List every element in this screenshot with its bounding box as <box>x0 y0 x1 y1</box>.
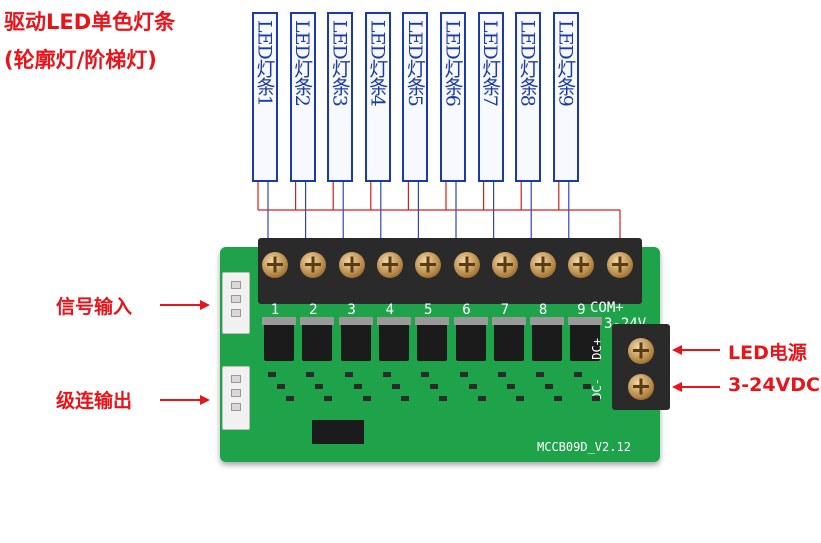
channel-number: 8 <box>538 302 548 318</box>
channel-screw <box>453 252 480 278</box>
led-strip-label: LED灯条4 <box>366 20 389 106</box>
signal-input-connector <box>222 272 250 334</box>
smd-resistor <box>515 396 524 401</box>
smd-resistor <box>439 396 448 401</box>
led-strip-7: LED灯条7 <box>477 12 504 182</box>
smd-resistor <box>477 396 486 401</box>
led-strip-2: LED灯条2 <box>289 12 316 182</box>
smd-resistor <box>286 396 294 401</box>
cascade-arrow-icon <box>200 395 210 405</box>
com-screw <box>606 252 633 278</box>
led-strip-label: LED灯条6 <box>441 20 464 106</box>
channel-number: 3 <box>347 302 356 318</box>
smd-resistor <box>324 396 333 401</box>
smd-resistor <box>506 384 515 389</box>
led-strip-label: LED灯条8 <box>516 20 539 106</box>
led-strip-6: LED灯条6 <box>440 12 466 182</box>
mosfet <box>453 317 488 361</box>
led-strip-label: LED灯条3 <box>328 20 351 106</box>
power-arrow-icon-bottom <box>672 382 682 392</box>
led-strip-1: LED灯条1 <box>252 12 278 182</box>
cascade-output-label: 级连输出 <box>56 390 133 412</box>
cascade-output-connector <box>222 366 250 430</box>
channel-number: 6 <box>462 302 471 318</box>
smd-resistor <box>459 372 468 377</box>
smd-resistor <box>400 396 409 401</box>
channel-number: 4 <box>385 302 395 318</box>
smd-resistor <box>268 372 276 377</box>
channel-screw <box>568 252 595 278</box>
channel-number: 7 <box>500 302 510 318</box>
mosfet <box>300 317 335 361</box>
smd-resistor <box>421 372 430 377</box>
power-title-label: LED电源 <box>728 342 807 364</box>
mosfet <box>415 317 450 361</box>
led-strip-3: LED灯条3 <box>327 12 354 182</box>
channel-screw <box>262 252 288 278</box>
title-line-1: 驱动LED单色灯条 <box>4 10 176 34</box>
smd-resistor <box>497 372 506 377</box>
channel-number: 5 <box>423 302 433 318</box>
smd-resistor <box>574 372 583 377</box>
led-strip-label: LED灯条7 <box>479 20 502 106</box>
smd-resistor <box>536 372 545 377</box>
signal-arrow-line <box>160 304 202 306</box>
smd-resistor <box>315 384 324 389</box>
smd-resistor <box>545 384 554 389</box>
smd-resistor <box>583 384 592 389</box>
mosfet <box>491 317 526 361</box>
power-screw-minus <box>628 374 654 400</box>
signal-input-label: 信号输入 <box>56 296 133 318</box>
signal-arrow-icon <box>200 300 210 310</box>
led-strip-8: LED灯条8 <box>515 12 542 182</box>
com-label: COM+ <box>590 300 624 316</box>
mosfet <box>568 317 603 361</box>
power-arrow-icon-top <box>672 345 682 355</box>
led-strip-5: LED灯条5 <box>402 12 429 182</box>
power-arrow-line-top <box>682 349 720 351</box>
channel-number: 9 <box>577 302 586 318</box>
power-arrow-line-bottom <box>682 386 720 388</box>
smd-resistor <box>277 384 285 389</box>
smd-resistor <box>468 384 477 389</box>
smd-resistor <box>306 372 315 377</box>
smd-resistor <box>382 372 391 377</box>
power-screw-plus <box>628 338 654 364</box>
smd-resistor <box>430 384 439 389</box>
led-strip-4: LED灯条4 <box>364 12 391 182</box>
mosfet <box>262 317 296 361</box>
led-strip-label: LED灯条1 <box>253 20 276 106</box>
channel-screw <box>338 252 365 278</box>
channel-screw <box>376 252 403 278</box>
cascade-arrow-line <box>160 399 202 401</box>
channel-screw <box>491 252 518 278</box>
channel-screw <box>415 252 442 278</box>
smd-resistor <box>344 372 353 377</box>
mosfet <box>530 317 565 361</box>
smd-resistor <box>592 396 601 401</box>
led-strip-label: LED灯条5 <box>403 20 426 106</box>
channel-screw <box>300 252 327 278</box>
title-line-2: (轮廓灯/阶梯灯) <box>4 48 157 72</box>
power-voltage-label: 3-24VDC <box>728 374 820 396</box>
smd-resistor <box>362 396 371 401</box>
smd-resistor <box>391 384 400 389</box>
led-strip-label: LED灯条9 <box>554 20 577 106</box>
smd-resistor <box>353 384 362 389</box>
channel-number: 1 <box>270 302 280 318</box>
mosfet <box>338 317 373 361</box>
driver-ic <box>312 420 364 444</box>
power-terminal-block <box>612 324 670 410</box>
mosfet <box>376 317 411 361</box>
model-silk: MCCB09D_V2.12 <box>537 440 631 454</box>
channel-number: 2 <box>309 302 318 318</box>
dc-plus-silk: DC+ <box>590 338 604 360</box>
channel-screw <box>530 252 557 278</box>
led-strip-9: LED灯条9 <box>552 12 579 182</box>
led-strip-label: LED灯条2 <box>291 20 314 106</box>
smd-resistor <box>554 396 563 401</box>
